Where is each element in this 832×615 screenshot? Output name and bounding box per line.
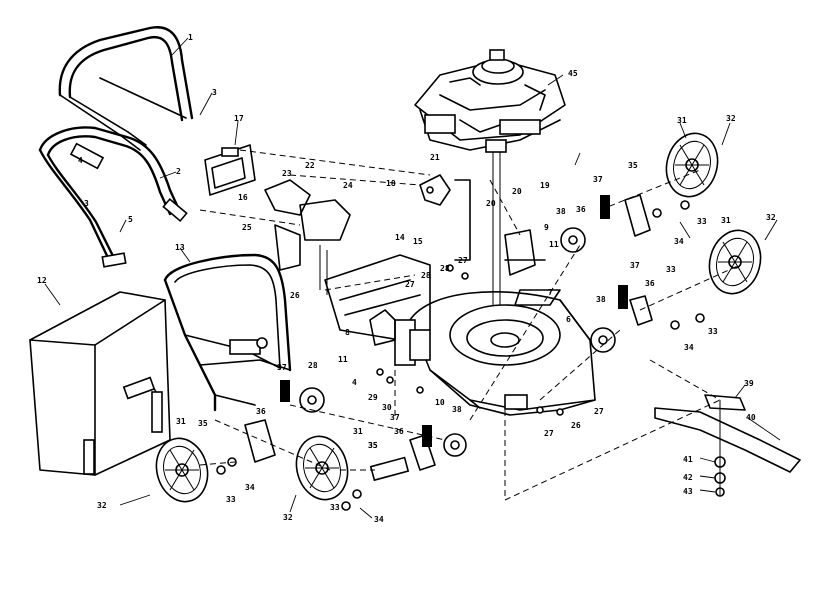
engine bbox=[414, 49, 566, 330]
callout-33: 33 bbox=[697, 217, 707, 226]
wheel-front-right bbox=[295, 435, 349, 501]
callout-29: 29 bbox=[368, 393, 378, 402]
callout-7: 7 bbox=[548, 288, 553, 297]
lower-handle bbox=[38, 126, 188, 268]
callout-4: 4 bbox=[352, 378, 357, 387]
callout-33: 33 bbox=[330, 503, 340, 512]
mower-deck bbox=[409, 289, 596, 416]
callout-41: 41 bbox=[683, 455, 693, 464]
callout-11: 11 bbox=[549, 240, 559, 249]
callout-3: 3 bbox=[84, 199, 89, 208]
callout-30: 30 bbox=[382, 403, 392, 412]
callout-1: 1 bbox=[188, 33, 193, 42]
callout-26: 26 bbox=[290, 291, 300, 300]
callout-27: 27 bbox=[594, 407, 604, 416]
callout-32: 32 bbox=[97, 501, 107, 510]
callout-20: 20 bbox=[512, 187, 522, 196]
callout-38: 38 bbox=[596, 295, 606, 304]
callout-12: 12 bbox=[37, 276, 47, 285]
callout-28: 28 bbox=[421, 271, 431, 280]
callout-6: 6 bbox=[566, 315, 571, 324]
bag-frame bbox=[163, 253, 292, 412]
callout-38: 38 bbox=[452, 405, 462, 414]
callout-36: 36 bbox=[256, 407, 266, 416]
callout-27: 27 bbox=[544, 429, 554, 438]
callout-35: 35 bbox=[198, 419, 208, 428]
callout-37: 37 bbox=[630, 261, 640, 270]
callout-27: 27 bbox=[405, 280, 415, 289]
callout-18: 18 bbox=[386, 179, 396, 188]
callout-43: 43 bbox=[683, 487, 693, 496]
callout-36: 36 bbox=[394, 427, 404, 436]
callout-31: 31 bbox=[721, 216, 731, 225]
callout-33: 33 bbox=[226, 495, 236, 504]
callout-24: 24 bbox=[343, 181, 353, 190]
callout-20: 20 bbox=[486, 199, 496, 208]
leader-lines bbox=[44, 37, 781, 519]
callout-37: 37 bbox=[390, 413, 400, 422]
callout-32: 32 bbox=[283, 513, 293, 522]
assembly-lines bbox=[199, 149, 741, 501]
blade-assembly bbox=[654, 394, 801, 497]
callout-10: 10 bbox=[435, 398, 445, 407]
callout-36: 36 bbox=[645, 279, 655, 288]
callout-33: 33 bbox=[666, 265, 676, 274]
callout-16: 16 bbox=[238, 193, 248, 202]
callout-28: 28 bbox=[308, 361, 318, 370]
rear-skirt bbox=[324, 254, 431, 366]
axles-fasteners bbox=[216, 200, 705, 511]
wheel-rear-upper bbox=[665, 132, 719, 198]
callout-14: 14 bbox=[395, 233, 405, 242]
callout-15: 15 bbox=[413, 237, 423, 246]
wheel-front-left bbox=[155, 437, 209, 503]
height-adjusters bbox=[244, 194, 653, 471]
callout-38: 38 bbox=[556, 207, 566, 216]
callout-39: 39 bbox=[744, 379, 754, 388]
callout-26: 26 bbox=[571, 421, 581, 430]
callout-4: 4 bbox=[78, 156, 83, 165]
callout-34: 34 bbox=[684, 343, 694, 352]
callout-32: 32 bbox=[766, 213, 776, 222]
callout-42: 42 bbox=[683, 473, 693, 482]
callout-34: 34 bbox=[374, 515, 384, 524]
callout-22: 22 bbox=[305, 161, 315, 170]
callout-5: 5 bbox=[128, 215, 133, 224]
control-bracket bbox=[204, 144, 256, 196]
callout-31: 31 bbox=[176, 417, 186, 426]
callout-9: 9 bbox=[544, 223, 549, 232]
callout-19: 19 bbox=[540, 181, 550, 190]
callout-36: 36 bbox=[576, 205, 586, 214]
callout-25: 25 bbox=[242, 223, 252, 232]
callout-11: 11 bbox=[338, 355, 348, 364]
callout-3: 3 bbox=[212, 88, 217, 97]
callout-37: 37 bbox=[277, 363, 287, 372]
callout-37: 37 bbox=[593, 175, 603, 184]
callout-13: 13 bbox=[175, 243, 185, 252]
callout-35: 35 bbox=[628, 161, 638, 170]
callout-2: 2 bbox=[176, 167, 181, 176]
callout-17: 17 bbox=[234, 114, 244, 123]
callout-labels: 1 3 2 3 5 4 12 13 17 22 23 24 16 25 26 1… bbox=[37, 33, 776, 524]
callout-21: 21 bbox=[430, 153, 440, 162]
callout-45: 45 bbox=[568, 69, 578, 78]
callout-33: 33 bbox=[708, 327, 718, 336]
callout-31: 31 bbox=[353, 427, 363, 436]
grass-catcher-bag bbox=[29, 291, 171, 476]
callout-31: 31 bbox=[677, 116, 687, 125]
callout-35: 35 bbox=[368, 441, 378, 450]
callout-23: 23 bbox=[282, 169, 292, 178]
callout-32: 32 bbox=[726, 114, 736, 123]
callout-28: 28 bbox=[440, 264, 450, 273]
callout-34: 34 bbox=[245, 483, 255, 492]
control-linkage bbox=[264, 174, 546, 295]
callout-40: 40 bbox=[746, 413, 756, 422]
callout-27: 27 bbox=[458, 256, 468, 265]
wheel-rear-lower bbox=[708, 229, 762, 295]
callout-8: 8 bbox=[345, 328, 350, 337]
callout-34: 34 bbox=[674, 237, 684, 246]
upper-handle bbox=[58, 26, 194, 151]
callout-35: 35 bbox=[368, 441, 378, 450]
